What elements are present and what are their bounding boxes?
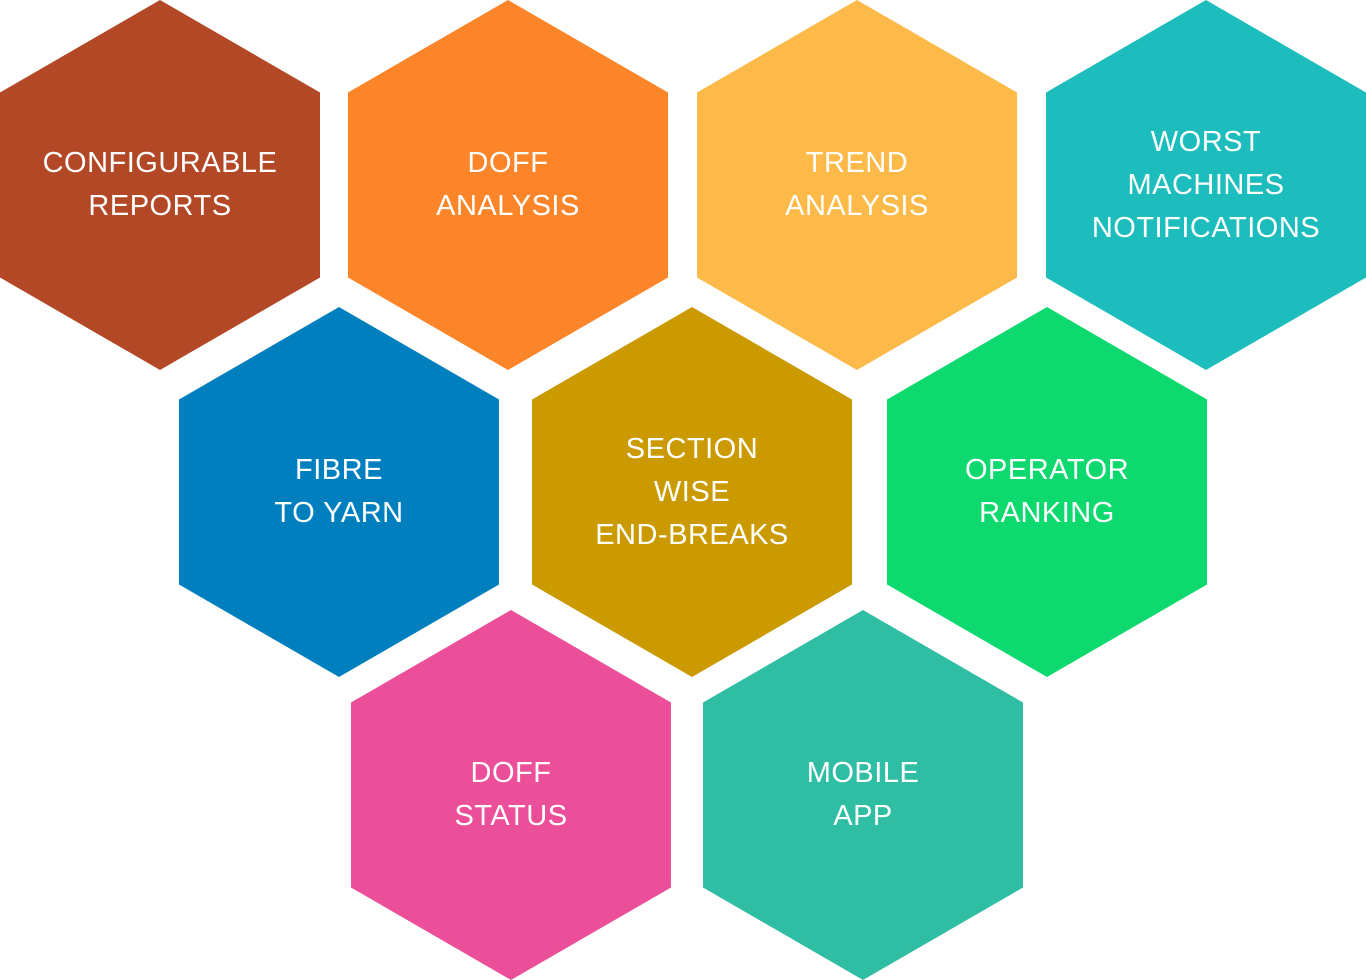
hex-label-line: FIBRE (295, 454, 383, 486)
hex-doff-analysis[interactable]: DOFF ANALYSIS (348, 0, 668, 370)
hex-worst-machines-notifications[interactable]: WORST MACHINES NOTIFICATIONS (1046, 0, 1366, 370)
hex-label: CONFIGURABLE REPORTS (43, 142, 278, 228)
hex-label-line: MACHINES (1127, 168, 1285, 201)
hex-label: WORST MACHINES NOTIFICATIONS (1092, 121, 1320, 250)
hex-label: DOFF ANALYSIS (436, 142, 580, 228)
hex-label-line: END-BREAKS (595, 518, 789, 551)
hex-label: FIBRE TO YARN (274, 449, 403, 535)
hex-label-line: WISE (653, 475, 731, 508)
hex-label: DOFF STATUS (454, 752, 567, 838)
hex-label-line: MOBILE (806, 757, 920, 789)
hex-label-line: REPORTS (88, 190, 232, 222)
hex-label: MOBILE APP (807, 752, 920, 838)
hex-label-line: CONFIGURABLE (42, 147, 278, 179)
hex-fibre-to-yarn[interactable]: FIBRE TO YARN (179, 307, 499, 677)
hex-label-line: ANALYSIS (785, 190, 929, 222)
hex-label-line: WORST (1150, 125, 1262, 158)
hex-label-line: TO YARN (274, 497, 404, 529)
hex-section-wise-end-breaks[interactable]: SECTION WISE END-BREAKS (532, 307, 852, 677)
hex-label: OPERATOR RANKING (965, 449, 1129, 535)
hex-trend-analysis[interactable]: TREND ANALYSIS (697, 0, 1017, 370)
hex-label-line: DOFF (467, 147, 549, 179)
hex-label-line: ANALYSIS (436, 190, 580, 222)
hex-label-line: APP (833, 800, 893, 832)
hex-mobile-app[interactable]: MOBILE APP (703, 610, 1023, 980)
hex-label-line: TREND (805, 147, 909, 179)
hex-label-line: OPERATOR (964, 454, 1130, 486)
hex-label-line: DOFF (470, 757, 552, 789)
hex-label-line: STATUS (454, 800, 568, 832)
hex-configurable-reports[interactable]: CONFIGURABLE REPORTS (0, 0, 320, 370)
hex-label: SECTION WISE END-BREAKS (595, 428, 789, 557)
hex-doff-status[interactable]: DOFF STATUS (351, 610, 671, 980)
hex-label-line: RANKING (979, 497, 1115, 529)
hex-label-line: SECTION (625, 432, 759, 465)
hex-label: TREND ANALYSIS (785, 142, 929, 228)
hex-operator-ranking[interactable]: OPERATOR RANKING (887, 307, 1207, 677)
hex-label-line: NOTIFICATIONS (1091, 211, 1321, 244)
